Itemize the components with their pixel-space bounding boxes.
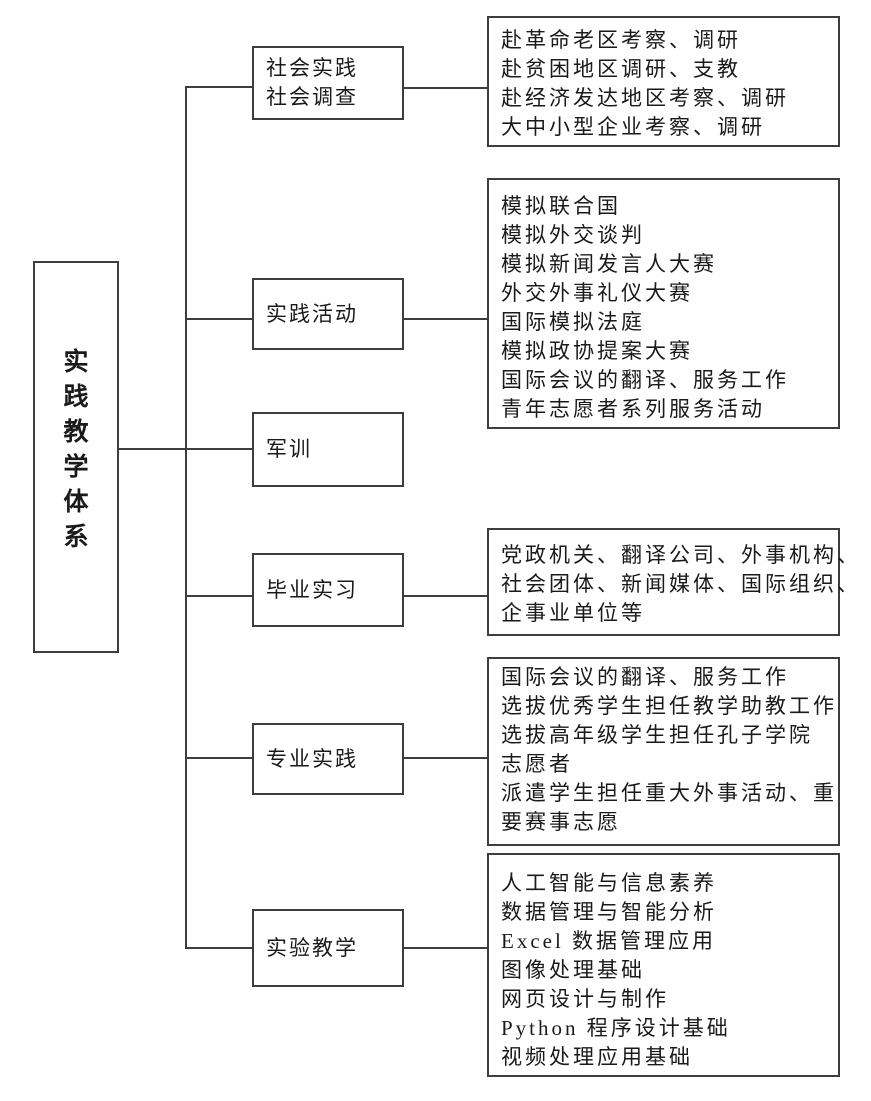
panel-item: 选拔高年级学生担任孔子学院 xyxy=(501,723,813,747)
node-military-training: 军训 xyxy=(252,412,404,487)
panel-item: 大中小型企业考察、调研 xyxy=(501,115,765,139)
panel-item: 社会团体、新闻媒体、国际组织、 xyxy=(501,572,861,596)
node-label-line: 实践活动 xyxy=(266,301,358,326)
connector-branch-experimental-teaching xyxy=(185,947,252,949)
panel-professional-practice: 国际会议的翻译、服务工作 选拔优秀学生担任教学助教工作 选拔高年级学生担任孔子学… xyxy=(487,657,840,846)
node-social-practice: 社会实践 社会调查 xyxy=(252,46,404,120)
panel-item: 赴革命老区考察、调研 xyxy=(501,28,741,52)
node-label-line: 军训 xyxy=(266,437,312,461)
connector-trunk xyxy=(185,86,187,949)
panel-item: 网页设计与制作 xyxy=(501,987,669,1011)
panel-item: 赴贫困地区调研、支教 xyxy=(501,57,741,81)
panel-social-practice: 赴革命老区考察、调研 赴贫困地区调研、支教 赴经济发达地区考察、调研 大中小型企… xyxy=(487,16,840,147)
connector-branch-professional-practice xyxy=(185,757,252,759)
panel-item: 青年志愿者系列服务活动 xyxy=(501,397,765,421)
node-label-line: 专业实践 xyxy=(266,746,358,771)
node-practice-activities: 实践活动 xyxy=(252,278,404,350)
panel-item: 志愿者 xyxy=(501,752,573,776)
connector-branch-graduation-internship xyxy=(185,595,252,597)
panel-item: 赴经济发达地区考察、调研 xyxy=(501,86,789,110)
connector-branch-social-practice xyxy=(185,86,252,88)
connector-branch-practice-activities xyxy=(185,318,252,320)
node-label-line: 社会调查 xyxy=(266,85,358,109)
panel-item: Python 程序设计基础 xyxy=(501,1016,731,1040)
connector-practice-activities-to-panel xyxy=(403,318,488,320)
panel-item: 人工智能与信息素养 xyxy=(501,871,717,895)
connector-experimental-teaching-to-panel xyxy=(403,947,488,949)
panel-item: 国际会议的翻译、服务工作 xyxy=(501,665,789,689)
panel-item: Excel 数据管理应用 xyxy=(501,929,717,953)
panel-experimental-teaching: 人工智能与信息素养 数据管理与智能分析 Excel 数据管理应用 图像处理基础 … xyxy=(487,853,840,1077)
panel-item: 模拟政协提案大赛 xyxy=(501,339,693,363)
root-node: 实践教学体系 xyxy=(33,261,119,653)
connector-professional-practice-to-panel xyxy=(403,757,488,759)
node-graduation-internship: 毕业实习 xyxy=(252,553,404,627)
panel-item: 国际模拟法庭 xyxy=(501,310,645,334)
panel-item: 要赛事志愿 xyxy=(501,810,621,834)
connector-social-practice-to-panel xyxy=(403,87,488,89)
panel-item: 视频处理应用基础 xyxy=(501,1045,693,1069)
panel-graduation-internship: 党政机关、翻译公司、外事机构、 社会团体、新闻媒体、国际组织、 企事业单位等 xyxy=(487,528,861,636)
panel-item: 国际会议的翻译、服务工作 xyxy=(501,368,789,392)
node-label-line: 实验教学 xyxy=(266,935,358,960)
connector-graduation-internship-to-panel xyxy=(403,595,488,597)
panel-item: 党政机关、翻译公司、外事机构、 xyxy=(501,543,861,567)
node-label-line: 社会实践 xyxy=(266,56,358,80)
panel-item: 模拟联合国 xyxy=(501,194,621,218)
panel-item: 模拟外交谈判 xyxy=(501,223,645,247)
panel-item: 企事业单位等 xyxy=(501,601,645,625)
panel-item: 选拔优秀学生担任教学助教工作 xyxy=(501,694,837,718)
panel-item: 图像处理基础 xyxy=(501,958,645,982)
panel-item: 派遣学生担任重大外事活动、重 xyxy=(501,781,837,805)
panel-practice-activities: 模拟联合国 模拟外交谈判 模拟新闻发言人大赛 外交外事礼仪大赛 国际模拟法庭 模… xyxy=(487,178,840,429)
node-professional-practice: 专业实践 xyxy=(252,723,404,795)
node-label-line: 毕业实习 xyxy=(266,577,358,602)
node-experimental-teaching: 实验教学 xyxy=(252,909,404,987)
panel-item: 模拟新闻发言人大赛 xyxy=(501,252,717,276)
panel-item: 外交外事礼仪大赛 xyxy=(501,281,693,305)
root-node-label: 实践教学体系 xyxy=(63,349,89,551)
panel-item: 数据管理与智能分析 xyxy=(501,900,717,924)
